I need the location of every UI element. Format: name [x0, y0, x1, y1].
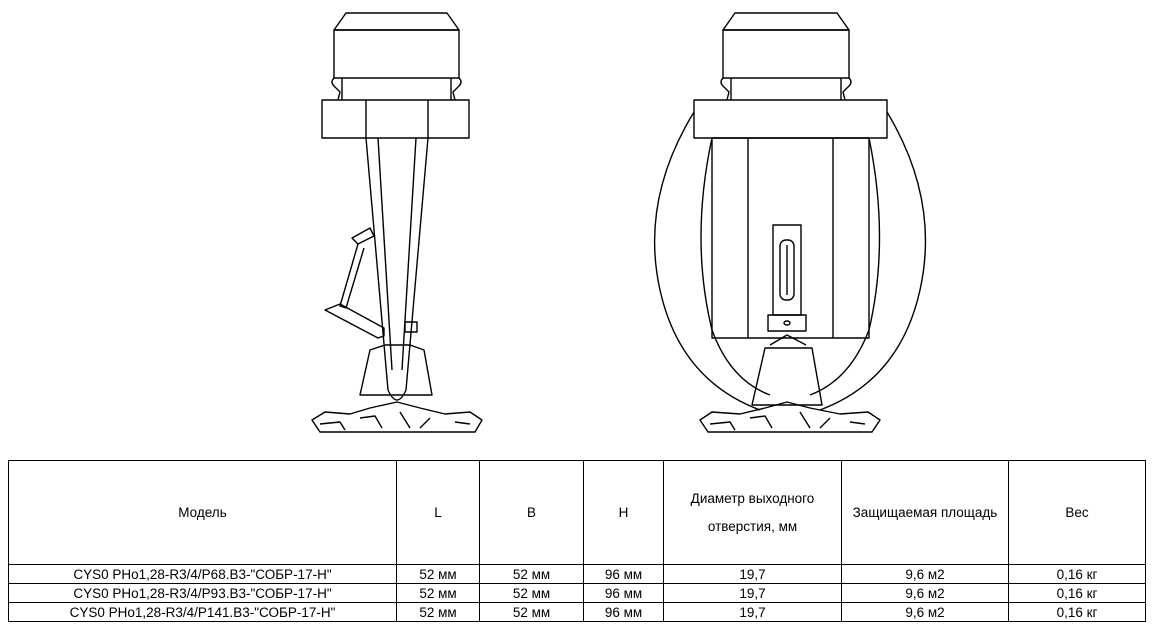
cell-outlet-diameter: 19,7	[663, 583, 842, 603]
cell-h: 96 мм	[583, 583, 664, 603]
cell-protected-area: 9,6 м2	[841, 583, 1009, 603]
cell-weight: 0,16 кг	[1008, 602, 1146, 622]
table-header-row: Модель L B H Диаметр выходного отверстия…	[8, 460, 1146, 565]
cell-l: 52 мм	[396, 583, 480, 603]
table-row: CYS0 PHo1,28-R3/4/P93.B3-"СОБР-17-Н" 52 …	[8, 583, 1146, 603]
cell-model: CYS0 PHo1,28-R3/4/P141.B3-"СОБР-17-Н"	[8, 602, 397, 622]
cell-weight: 0,16 кг	[1008, 564, 1146, 584]
header-outlet-diameter: Диаметр выходного отверстия, мм	[663, 460, 842, 565]
table-row: CYS0 PHo1,28-R3/4/P141.B3-"СОБР-17-Н" 52…	[8, 602, 1146, 622]
cell-outlet-diameter: 19,7	[663, 564, 842, 584]
sprinkler-front-view	[653, 12, 927, 433]
header-weight: Вес	[1008, 460, 1146, 565]
cell-protected-area: 9,6 м2	[841, 564, 1009, 584]
cell-b: 52 мм	[479, 583, 584, 603]
cell-b: 52 мм	[479, 602, 584, 622]
cell-l: 52 мм	[396, 564, 480, 584]
cell-model: CYS0 PHo1,28-R3/4/P93.B3-"СОБР-17-Н"	[8, 583, 397, 603]
table-row: CYS0 PHo1,28-R3/4/P68.B3-"СОБР-17-Н" 52 …	[8, 564, 1146, 584]
cell-weight: 0,16 кг	[1008, 583, 1146, 603]
cell-b: 52 мм	[479, 564, 584, 584]
cell-h: 96 мм	[583, 602, 664, 622]
header-l: L	[396, 460, 480, 565]
cell-protected-area: 9,6 м2	[841, 602, 1009, 622]
sprinkler-drawing	[311, 12, 927, 433]
header-b: B	[479, 460, 584, 565]
cell-h: 96 мм	[583, 564, 664, 584]
header-model: Модель	[8, 460, 397, 565]
cell-l: 52 мм	[396, 602, 480, 622]
sprinkler-side-view	[311, 12, 483, 433]
header-protected-area: Защищаемая площадь	[841, 460, 1009, 565]
cell-model: CYS0 PHo1,28-R3/4/P68.B3-"СОБР-17-Н"	[8, 564, 397, 584]
specification-table: Модель L B H Диаметр выходного отверстия…	[8, 460, 1146, 622]
cell-outlet-diameter: 19,7	[663, 602, 842, 622]
header-h: H	[583, 460, 664, 565]
